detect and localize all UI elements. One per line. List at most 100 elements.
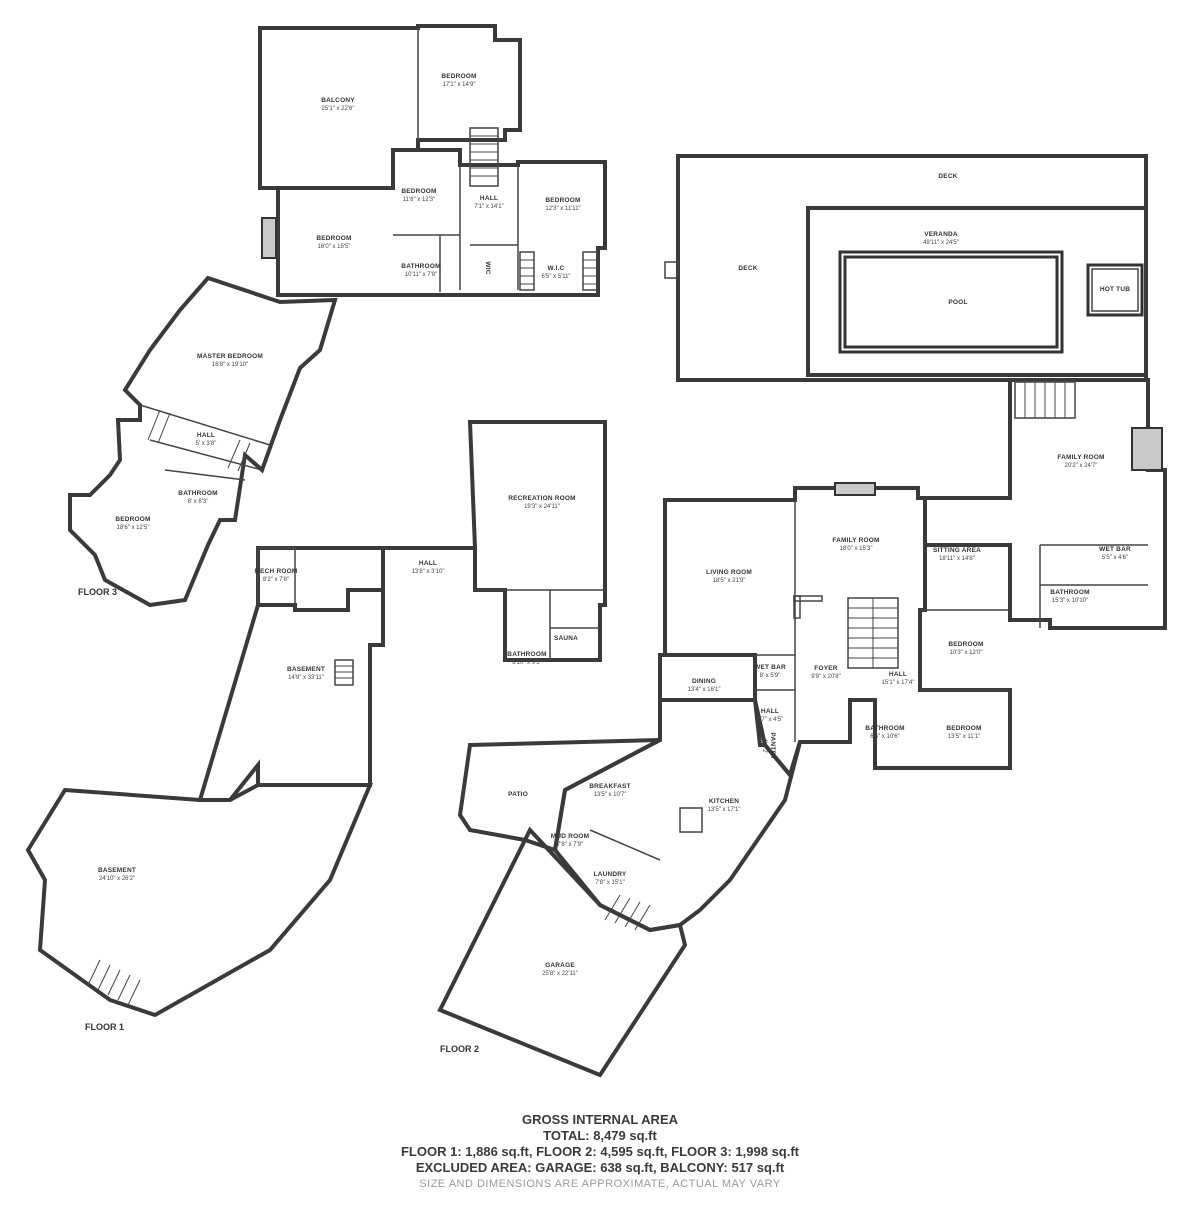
room-name-label: HALL (419, 560, 437, 567)
floor-2-label: FLOOR 2 (440, 1044, 479, 1054)
floor-2-plan (437, 378, 1167, 1078)
floor-1-plan (25, 420, 607, 1018)
summary-total: TOTAL: 8,479 sq.ft (543, 1128, 657, 1143)
floor1-basement-upper (197, 588, 385, 802)
deck-and-pool (664, 154, 1148, 382)
room-dimensions-label: 8' x 6'3" (188, 499, 209, 505)
room-name-label: HOT TUB (1100, 286, 1130, 293)
floor-3-plan (68, 24, 607, 608)
room-name-label: KITCHEN (709, 798, 739, 805)
room-dimensions-label: 13'8" x 3'10" (412, 569, 445, 575)
floor3-stairs (469, 127, 499, 187)
room-dimensions-label: 25'1" x 22'6" (322, 106, 355, 112)
pantry-dims: 4' x 2' (761, 738, 767, 753)
room-name-label: BEDROOM (545, 197, 580, 204)
floor-1-label: FLOOR 1 (85, 1022, 124, 1032)
room-name-label: HALL (197, 432, 215, 439)
room-name-label: HALL (761, 708, 779, 715)
room-dimensions-label: 24'10" x 26'2" (99, 876, 135, 882)
room-name-label: HALL (889, 671, 907, 678)
room-dimensions-label: 6'5" x 10'6" (870, 734, 900, 740)
room-name-label: BALCONY (321, 97, 355, 104)
room-name-label: LIVING ROOM (706, 569, 752, 576)
room-name-label: BASEMENT (287, 666, 325, 673)
room-name-label: BEDROOM (115, 516, 150, 523)
room-dimensions-label: 49'11" x 24'5" (923, 240, 959, 246)
room-name-label: BATHROOM (401, 263, 440, 270)
room-name-label: WET BAR (1099, 546, 1131, 553)
room-dimensions-label: 11'8" x 12'3" (403, 197, 435, 203)
room-name-label: BEDROOM (401, 188, 436, 195)
pool-inner (843, 255, 1059, 349)
room-dimensions-label: 18'0" x 15'3" (840, 546, 873, 552)
room-dimensions-label: 16'8" x 19'10" (212, 362, 248, 368)
room-name-label: MUD ROOM (551, 833, 589, 840)
room-dimensions-label: 15'1" x 17'4" (882, 680, 915, 686)
floor-3-label: FLOOR 3 (78, 587, 117, 597)
room-name-label: W.I.C (548, 265, 565, 272)
summary-disclaimer: SIZE AND DIMENSIONS ARE APPROXIMATE, ACT… (419, 1178, 781, 1190)
floor2-main-stairs (847, 597, 899, 669)
room-dimensions-label: 12'3" x 11'11" (545, 206, 580, 212)
room-name-label: LAUNDRY (594, 871, 627, 878)
hot-tub (1086, 263, 1144, 317)
room-dimensions-label: 10'3" x 12'0" (950, 650, 983, 656)
room-dimensions-label: 13'5" x 10'7" (594, 792, 627, 798)
room-dimensions-label: 8'2" x 7'8" (263, 577, 289, 583)
room-dimensions-label: 13'5" x 11'1" (948, 734, 980, 740)
room-dimensions-label: 5'7" x 4'5" (757, 717, 783, 723)
floor3-master-wing (68, 275, 338, 608)
room-name-label: FOYER (814, 665, 837, 672)
room-dimensions-label: 7'8" x 15'1" (595, 880, 625, 886)
room-dimensions-label: 18'6" x 12'5" (117, 525, 150, 531)
room-dimensions-label: 16'0" x 15'5" (318, 244, 351, 250)
room-dimensions-label: 7'8" x 7'9" (557, 842, 583, 848)
room-dimensions-label: 10'11" x 7'8" (405, 272, 437, 278)
pantry-label: PANTRY (769, 732, 776, 760)
room-name-label: SITTING AREA (933, 547, 981, 554)
room-name-label: HALL (480, 195, 498, 202)
veranda (806, 206, 1148, 377)
wic-side-label: WIC (484, 261, 491, 274)
room-name-label: BASEMENT (98, 867, 136, 874)
pool (838, 250, 1064, 354)
floor2-garage (437, 826, 688, 1078)
room-dimensions-label: 5' x 3'8" (196, 441, 217, 447)
room-dimensions-label: 25'8" x 22'11" (542, 971, 578, 977)
floor2-patio (457, 738, 661, 853)
room-name-label: DINING (692, 678, 716, 685)
room-dimensions-label: 15'3" x 10'10" (1052, 598, 1088, 604)
room-name-label: FAMILY ROOM (1057, 454, 1104, 461)
room-name-label: BEDROOM (948, 641, 983, 648)
fireplace-icon (261, 217, 277, 259)
room-name-label: POOL (948, 299, 967, 306)
fireplace-icon (834, 482, 876, 496)
floor1-recreation-wing (256, 420, 607, 662)
floor1-basement-lower (25, 783, 374, 1018)
room-dimensions-label: 19'3" x 24'11" (524, 504, 560, 510)
room-name-label: DECK (938, 173, 957, 180)
room-dimensions-label: 18'5" x 21'9" (713, 578, 746, 584)
floor2-main-block (658, 486, 1012, 780)
room-name-label: BATHROOM (178, 490, 217, 497)
summary-title: GROSS INTERNAL AREA (521, 1112, 678, 1127)
room-dimensions-label: 8' x 5'9" (760, 673, 781, 679)
room-dimensions-label: 6'5" x 5'11" (541, 274, 570, 280)
fireplace-icon (1131, 427, 1163, 471)
room-name-label: BEDROOM (946, 725, 981, 732)
room-dimensions-label: 14'9" x 33'11" (288, 675, 324, 681)
room-name-label: SAUNA (554, 635, 578, 642)
summary-floors: FLOOR 1: 1,886 sq.ft, FLOOR 2: 4,595 sq.… (400, 1144, 800, 1159)
room-name-label: BREAKFAST (589, 783, 631, 790)
room-name-label: WET BAR (754, 664, 786, 671)
room-name-label: VERANDA (924, 231, 958, 238)
room-dimensions-label: 9'9" x 20'8" (811, 674, 841, 680)
room-name-label: MECH ROOM (255, 568, 298, 575)
room-name-label: BATHROOM (865, 725, 904, 732)
room-name-label: GARAGE (545, 962, 575, 969)
room-name-label: RECREATION ROOM (508, 495, 576, 502)
room-name-label: MASTER BEDROOM (197, 353, 263, 360)
room-name-label: DECK (738, 265, 757, 272)
